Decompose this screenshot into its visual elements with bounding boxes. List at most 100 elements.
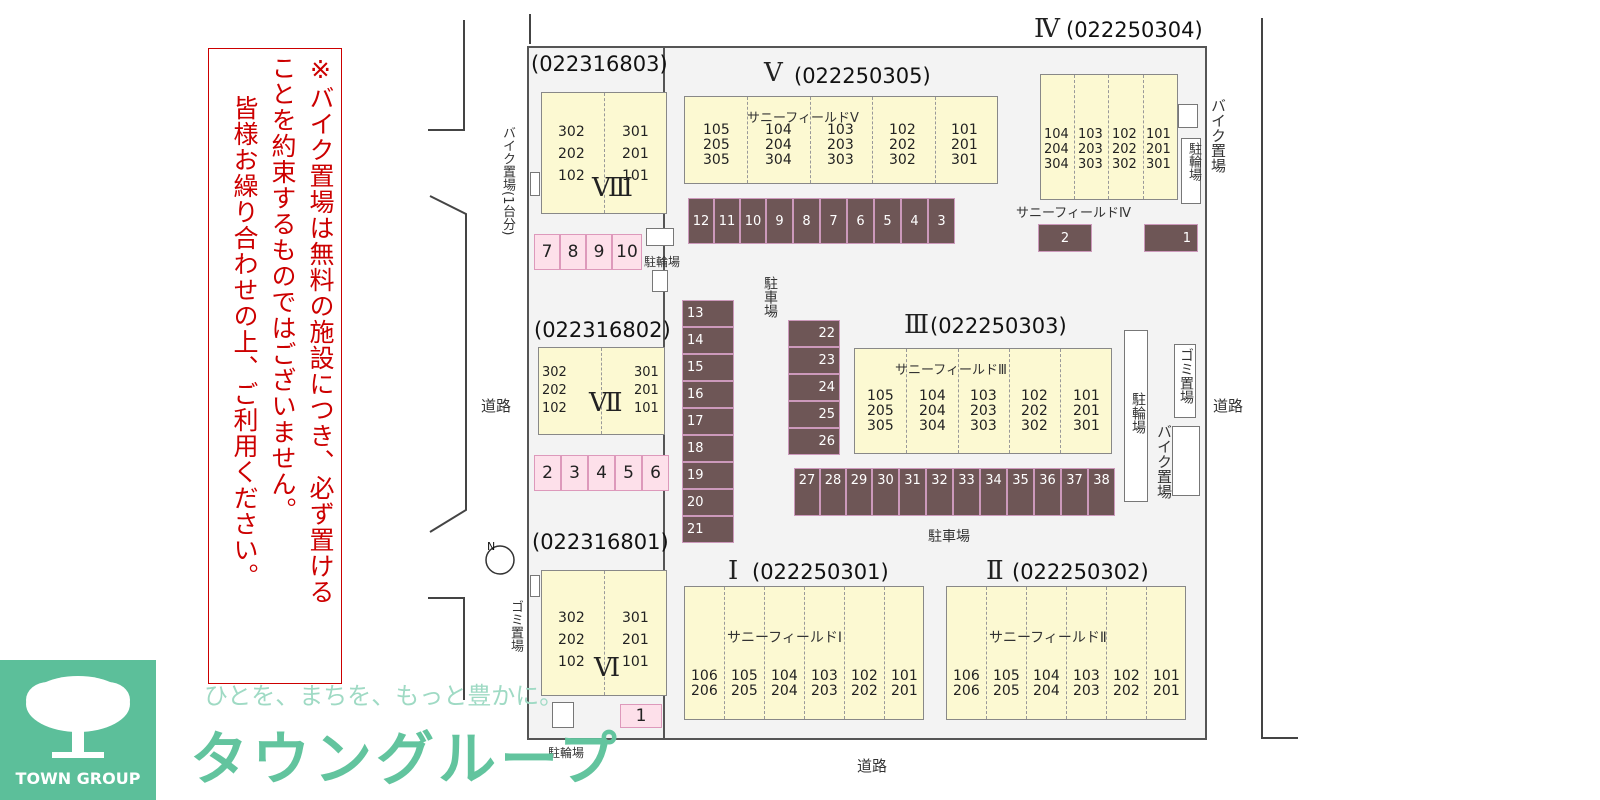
parking-space: 6 (847, 198, 874, 244)
parking-space: 7 (820, 198, 847, 244)
building-iii-name: サニーフィールドⅢ (895, 363, 1007, 378)
unit-label: 102 202 302 (889, 122, 916, 168)
building-vii-roman: Ⅶ (589, 388, 623, 418)
unit-label: 105 205 (731, 668, 758, 699)
pink-space: 10 (612, 234, 642, 270)
pink-parking-mid: 2 3 4 5 6 (534, 455, 669, 491)
parking-row-top: 12 11 10 9 8 7 6 5 4 3 (688, 198, 955, 244)
parking-space: 36 (1034, 468, 1061, 516)
unit-label: 104 204 (771, 668, 798, 699)
unit-label: 101 201 301 (1073, 388, 1100, 434)
parking-space: 28 (820, 468, 846, 516)
building-iv-name: サニーフィールドⅣ (1016, 206, 1131, 221)
building-i-code: (022250301) (752, 560, 889, 584)
bike-box-iii (1172, 426, 1200, 496)
svg-text:N: N (487, 540, 495, 553)
parking-col-mid: 22 23 24 25 26 (788, 320, 840, 455)
notice-line-1: ※バイク置場は無料の施設につき、必ず置ける (306, 55, 335, 605)
building-vi-code: (022316801) (532, 530, 669, 554)
bicycle-parking-top: 駐輪場 (644, 255, 681, 269)
bicycle-box-iv (1181, 138, 1201, 204)
building-viii-roman: Ⅷ (592, 173, 633, 203)
parking-space: 14 (682, 327, 734, 354)
pink-space: 7 (534, 234, 560, 270)
pink-space-bottom: 1 (620, 704, 662, 728)
parking-space: 29 (846, 468, 872, 516)
parking-space: 3 (928, 198, 955, 244)
parking-space: 11 (714, 198, 740, 244)
bike-box-iv (1178, 104, 1198, 128)
building-ii-name: サニーフィールドⅡ (989, 630, 1107, 646)
town-group-logo: TOWN GROUP (0, 660, 156, 800)
bicycle-parking-iii: 駐輪場 (1130, 392, 1146, 434)
parking-space: 13 (682, 300, 734, 327)
building-iii-code: (022250303) (930, 314, 1067, 338)
parking-space: 34 (980, 468, 1007, 516)
bicycle-box-bottom (552, 702, 574, 728)
pink-space: 4 (588, 455, 615, 491)
unit-label: 104 204 (1033, 668, 1060, 699)
building-v: サニーフィールドⅤ 105 205 305 104 204 304 103 20… (684, 96, 998, 184)
garbage-left: ゴミ置場 (508, 600, 523, 652)
parking-label-top: 駐車場 (762, 276, 778, 318)
parking-space: 33 (953, 468, 980, 516)
pink-space: 5 (615, 455, 642, 491)
road-label-right: 道路 (1213, 397, 1244, 415)
pink-space: 9 (586, 234, 612, 270)
pink-space: 6 (642, 455, 669, 491)
parking-space: 22 (788, 320, 840, 347)
parking-space: 20 (682, 489, 734, 516)
parking-space: 18 (682, 435, 734, 462)
parking-space: 26 (788, 428, 840, 455)
unit-label: 101 201 (1153, 668, 1180, 699)
parking-space: 23 (788, 347, 840, 374)
parking-space: 32 (926, 468, 953, 516)
building-vii-code: (022316802) (534, 318, 671, 342)
notice-box: ※バイク置場は無料の施設につき、必ず置ける ことを約束するものではございません。… (208, 48, 342, 684)
brand-slogan: ひとを、まちを、もっと豊かに。 (204, 682, 564, 710)
unit-label: 104 204 304 (1044, 127, 1069, 172)
building-v-name: サニーフィールドⅤ (747, 111, 859, 126)
building-v-roman: Ⅴ (764, 58, 783, 88)
bicycle-parking-bottom: 駐輪場 (548, 746, 585, 760)
parking-space: 17 (682, 408, 734, 435)
bike-box-left (530, 172, 540, 196)
building-ii-roman: Ⅱ (986, 556, 1004, 586)
unit-label: 101 201 (891, 668, 918, 699)
pink-space: 3 (561, 455, 588, 491)
unit-label: 104 204 304 (919, 388, 946, 434)
building-ii: サニーフィールドⅡ 106 206 105 205 104 204 103 20… (946, 586, 1186, 720)
parking-space: 8 (793, 198, 820, 244)
unit-label: 105 205 305 (703, 122, 730, 168)
parking-space: 35 (1007, 468, 1034, 516)
road-label-left: 道路 (481, 397, 512, 415)
building-i: サニーフィールドⅠ 106 206 105 205 104 204 103 20… (684, 586, 924, 720)
unit-label: 105 205 (993, 668, 1020, 699)
notice-line-3: 皆様お繰り合わせの上、ご利用ください。 (230, 95, 259, 589)
parking-row-bottom: 27 28 29 30 31 32 33 34 35 36 37 38 (794, 468, 1115, 516)
unit-label: 106 206 (953, 668, 980, 699)
building-i-name: サニーフィールドⅠ (727, 630, 843, 646)
building-vi-roman: Ⅵ (594, 653, 621, 683)
parking-space: 9 (766, 198, 793, 244)
building-viii-code: (022316803) (531, 52, 668, 76)
parking-space: 4 (901, 198, 928, 244)
bicycle-box-top2 (652, 270, 668, 292)
parking-space: 31 (899, 468, 926, 516)
building-iii: サニーフィールドⅢ 105 205 305 104 204 304 103 20… (854, 348, 1112, 454)
parking-space: 37 (1061, 468, 1088, 516)
unit-label: 101 201 301 (951, 122, 978, 168)
parking-space: 16 (682, 381, 734, 408)
bike-parking-iv: バイク置場 (1209, 98, 1227, 173)
notice-line-2: ことを約束するものではございません。 (268, 55, 297, 523)
bike-parking-left: バイク置場(1台分) (500, 126, 515, 236)
unit-label: 101 201 301 (1146, 127, 1171, 172)
